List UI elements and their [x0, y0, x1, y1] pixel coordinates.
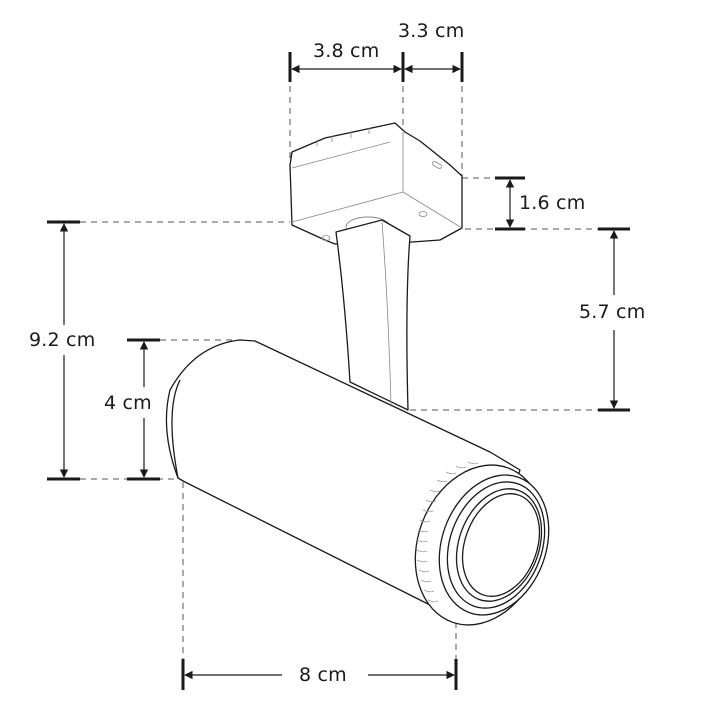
- lens-assembly: [414, 461, 550, 626]
- dim-label-head-length: 8 cm: [299, 664, 347, 686]
- fixture-illustration: [165, 122, 550, 626]
- dim-label-stem-height: 5.7 cm: [579, 301, 646, 323]
- dim-label-head-diameter: 4 cm: [104, 392, 152, 414]
- dim-label-adapter-length: 3.8 cm: [313, 40, 380, 62]
- stem: [335, 219, 411, 411]
- dim-label-total-height: 9.2 cm: [29, 329, 96, 351]
- dimension-lines: [47, 52, 630, 690]
- dim-label-adapter-height: 1.6 cm: [519, 192, 586, 214]
- dim-label-adapter-width: 3.3 cm: [398, 20, 465, 42]
- knurl-lines: [416, 461, 479, 603]
